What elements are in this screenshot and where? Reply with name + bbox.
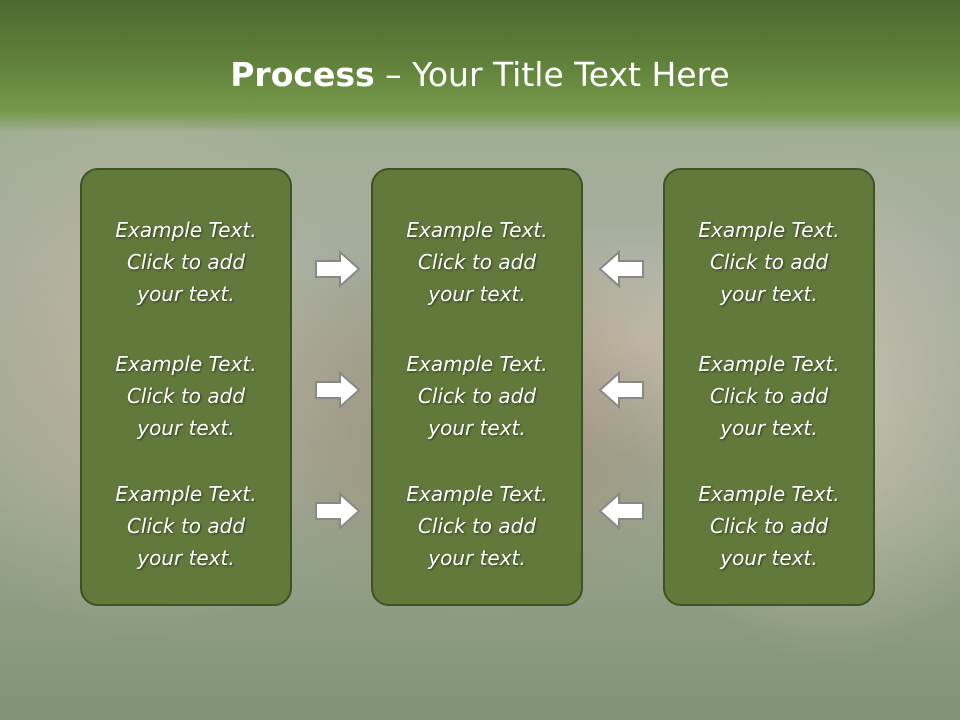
right-arrow-icon (315, 249, 361, 289)
right-arrow-icon (315, 370, 361, 410)
text-item[interactable]: Example Text. Click to add your text. (82, 478, 290, 574)
left-arrow-icon (598, 370, 644, 410)
text-item[interactable]: Example Text. Click to add your text. (373, 478, 581, 574)
text-line: your text. (137, 546, 235, 570)
text-box-left[interactable]: Example Text. Click to add your text. Ex… (80, 168, 292, 606)
text-line: your text. (428, 546, 526, 570)
text-line: your text. (137, 282, 235, 306)
text-line: your text. (428, 282, 526, 306)
text-line: Click to add (126, 514, 246, 538)
text-line: Example Text. (115, 218, 257, 242)
text-line: Example Text. (698, 482, 840, 506)
text-box-right[interactable]: Example Text. Click to add your text. Ex… (663, 168, 875, 606)
text-item[interactable]: Example Text. Click to add your text. (373, 214, 581, 310)
text-line: your text. (720, 282, 818, 306)
text-line: Example Text. (115, 352, 257, 376)
text-line: Example Text. (406, 482, 548, 506)
text-line: Click to add (417, 250, 537, 274)
text-line: Example Text. (406, 218, 548, 242)
right-arrow-icon (315, 491, 361, 531)
text-line: your text. (720, 416, 818, 440)
left-arrow-icon (598, 491, 644, 531)
title-rest: – Your Title Text Here (374, 55, 730, 94)
text-line: Example Text. (698, 352, 840, 376)
text-line: Click to add (126, 384, 246, 408)
text-item[interactable]: Example Text. Click to add your text. (82, 348, 290, 444)
slide-title[interactable]: Process – Your Title Text Here (0, 52, 960, 98)
text-line: Click to add (709, 250, 829, 274)
text-line: Example Text. (698, 218, 840, 242)
text-line: Example Text. (406, 352, 548, 376)
text-item[interactable]: Example Text. Click to add your text. (82, 214, 290, 310)
text-line: your text. (137, 416, 235, 440)
text-line: Click to add (709, 514, 829, 538)
text-line: Click to add (417, 384, 537, 408)
text-item[interactable]: Example Text. Click to add your text. (665, 348, 873, 444)
text-line: Click to add (709, 384, 829, 408)
text-box-center[interactable]: Example Text. Click to add your text. Ex… (371, 168, 583, 606)
text-line: your text. (720, 546, 818, 570)
text-item[interactable]: Example Text. Click to add your text. (665, 478, 873, 574)
title-bold: Process (230, 55, 375, 94)
left-arrow-icon (598, 249, 644, 289)
text-line: your text. (428, 416, 526, 440)
text-item[interactable]: Example Text. Click to add your text. (373, 348, 581, 444)
title-bar (0, 0, 960, 132)
text-line: Example Text. (115, 482, 257, 506)
text-line: Click to add (417, 514, 537, 538)
text-line: Click to add (126, 250, 246, 274)
text-item[interactable]: Example Text. Click to add your text. (665, 214, 873, 310)
